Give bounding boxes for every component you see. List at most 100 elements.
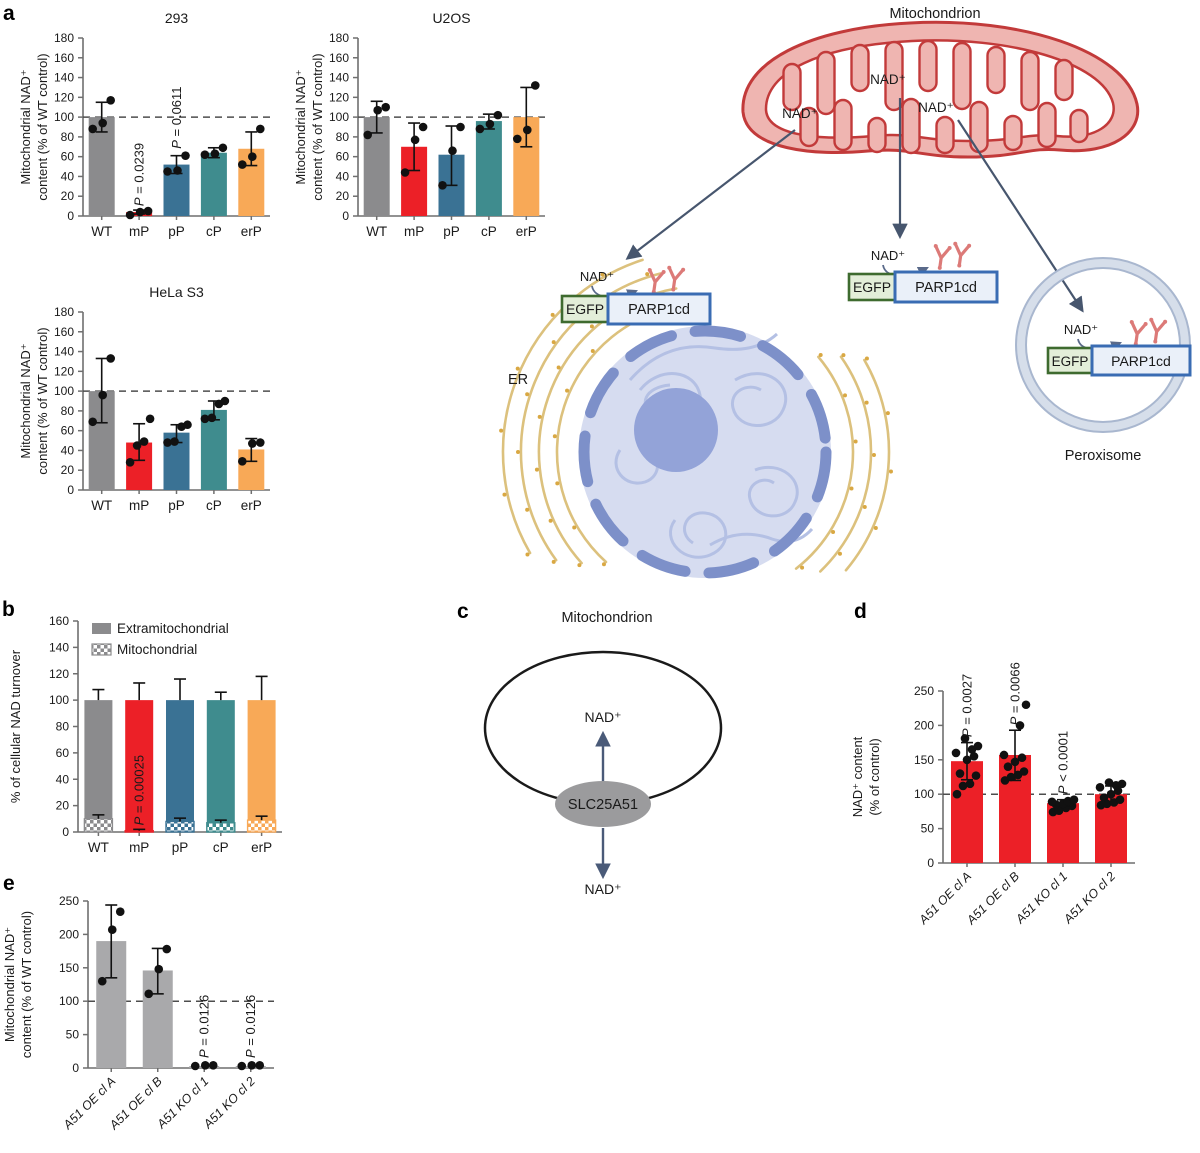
data-point bbox=[1010, 757, 1020, 767]
y-axis-label: content (% of WT control) bbox=[310, 53, 325, 200]
data-point bbox=[106, 354, 115, 363]
y-axis-label: Mitochondrial NAD⁺ bbox=[293, 69, 308, 184]
par-chains-peroxisome bbox=[1129, 317, 1168, 346]
nad-inside-label: NAD⁺ bbox=[585, 709, 622, 725]
data-point bbox=[200, 414, 210, 424]
data-point bbox=[958, 781, 968, 791]
egfp-label-er: EGFP bbox=[566, 301, 604, 317]
y-tick-label: 0 bbox=[67, 209, 74, 223]
y-tick-label: 100 bbox=[49, 693, 69, 707]
bar-mitochondrial bbox=[165, 820, 195, 833]
data-point bbox=[523, 125, 532, 135]
panel-label-d: d bbox=[854, 600, 867, 623]
p-value-label: P = 0.00025 bbox=[132, 755, 147, 825]
y-tick-label: 60 bbox=[61, 424, 75, 438]
organelle-diagram-container: Mitochondrion NAD⁺ NAD⁺ NAD⁺ ER NAD⁺ bbox=[480, 0, 1200, 595]
data-point bbox=[485, 119, 495, 129]
mito-nad-label-3: NAD⁺ bbox=[918, 100, 954, 115]
panel-label-e: e bbox=[3, 872, 15, 895]
cytosol-construct: NAD⁺ EGFP PARP1cd bbox=[847, 241, 999, 304]
peroxisome-nad-label: NAD⁺ bbox=[1064, 322, 1098, 337]
data-point bbox=[173, 166, 182, 175]
data-point bbox=[115, 907, 125, 916]
mitochondrion-title: Mitochondrion bbox=[889, 6, 980, 22]
x-tick-label: mP bbox=[129, 840, 149, 855]
data-point bbox=[162, 944, 172, 954]
data-point bbox=[132, 441, 142, 450]
y-tick-label: 80 bbox=[336, 130, 350, 144]
x-tick-label: erP bbox=[251, 840, 272, 855]
x-tick-label: erP bbox=[241, 498, 262, 513]
data-point bbox=[256, 438, 265, 447]
x-tick-label: mP bbox=[404, 224, 424, 239]
data-point bbox=[1069, 795, 1079, 805]
arrow-to-er bbox=[625, 129, 796, 260]
chart-title: 293 bbox=[165, 10, 189, 26]
y-axis-label: Mitochondrial NAD⁺ bbox=[18, 69, 33, 184]
data-point bbox=[1017, 753, 1027, 763]
data-point bbox=[200, 1061, 210, 1070]
y-tick-label: 120 bbox=[54, 90, 74, 104]
peroxisome-illustration: NAD⁺ EGFP PARP1cd Peroxisome bbox=[1015, 257, 1192, 464]
data-point bbox=[1006, 772, 1016, 782]
cytosol-nad-label: NAD⁺ bbox=[871, 248, 905, 263]
chart-b: % of cellular NAD turnover02040608010012… bbox=[8, 614, 282, 855]
x-tick-label: pP bbox=[168, 498, 185, 513]
data-point bbox=[951, 748, 961, 758]
slc25a51-transporter bbox=[555, 781, 651, 827]
bar-extramitochondrial bbox=[84, 700, 113, 819]
panel-label-b: b bbox=[2, 598, 15, 621]
y-tick-label: 160 bbox=[54, 325, 74, 339]
data-point bbox=[1106, 789, 1116, 799]
chart-title: U2OS bbox=[432, 10, 470, 26]
nucleolus bbox=[634, 388, 718, 472]
data-point bbox=[400, 168, 410, 177]
y-tick-label: 0 bbox=[62, 825, 69, 839]
data-point bbox=[181, 151, 190, 160]
x-tick-label: cP bbox=[213, 840, 229, 855]
data-point bbox=[163, 438, 172, 447]
y-tick-label: 100 bbox=[914, 787, 934, 801]
chart-e-container: Mitochondrial NAD⁺content (% of WT contr… bbox=[0, 868, 322, 1153]
data-point bbox=[88, 417, 97, 427]
y-axis-label: content (% of WT control) bbox=[19, 911, 34, 1058]
y-tick-label: 80 bbox=[61, 130, 75, 144]
x-tick-label: erP bbox=[516, 224, 537, 239]
x-tick-label: cP bbox=[206, 498, 222, 513]
y-tick-label: 200 bbox=[59, 927, 79, 941]
p-value-label: P = 0.0126 bbox=[197, 995, 212, 1058]
x-tick-label: cP bbox=[206, 224, 222, 239]
y-tick-label: 40 bbox=[336, 169, 350, 183]
parp1cd-label-peroxisome: PARP1cd bbox=[1111, 353, 1171, 369]
data-point bbox=[1095, 783, 1105, 792]
y-tick-label: 140 bbox=[54, 71, 74, 85]
legend-label: Mitochondrial bbox=[117, 642, 197, 657]
data-point bbox=[238, 457, 247, 466]
x-tick-label: pP bbox=[168, 224, 185, 239]
egfp-label-cytosol: EGFP bbox=[853, 279, 891, 295]
y-tick-label: 150 bbox=[59, 961, 79, 975]
chart-d: NAD⁺ content(% of control)05010015020025… bbox=[850, 662, 1135, 928]
p-value-label: P = 0.0066 bbox=[1008, 662, 1023, 725]
data-point bbox=[210, 149, 220, 158]
bar bbox=[88, 117, 115, 216]
chart-e: Mitochondrial NAD⁺content (% of WT contr… bbox=[2, 894, 274, 1133]
panel-c-container: Mitochondrion NAD⁺ SLC25A51 NAD⁺ bbox=[455, 600, 765, 905]
data-point bbox=[965, 779, 975, 789]
data-point bbox=[200, 150, 210, 159]
chart-u2os: U2OS Mitochondrial NAD⁺content (% of WT c… bbox=[293, 10, 545, 239]
y-tick-label: 20 bbox=[336, 189, 350, 203]
x-tick-label: erP bbox=[241, 224, 262, 239]
y-tick-label: 40 bbox=[56, 772, 70, 786]
y-tick-label: 120 bbox=[49, 667, 69, 681]
data-point bbox=[207, 413, 217, 423]
egfp-box-er bbox=[560, 294, 610, 324]
nad-outside-label: NAD⁺ bbox=[585, 881, 622, 897]
data-point bbox=[106, 96, 115, 105]
er-construct: NAD⁺ EGFP PARP1cd bbox=[560, 265, 712, 326]
nuclear-envelope bbox=[578, 325, 832, 579]
